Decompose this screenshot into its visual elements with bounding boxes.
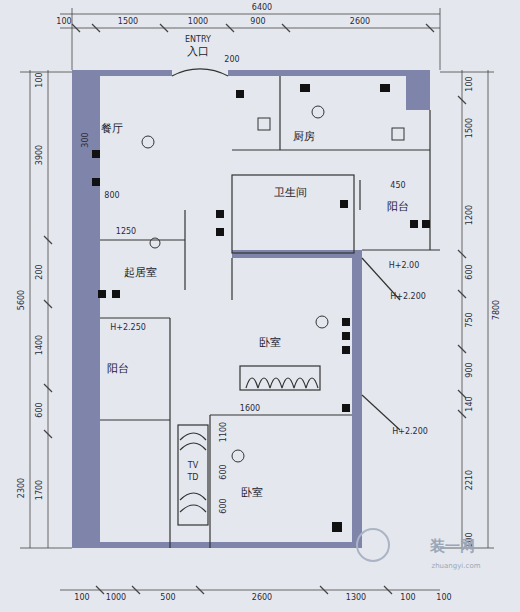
room-label: 阳台 <box>386 201 410 212</box>
dimension-label: 100 <box>436 594 451 602</box>
dimension-label: 140 <box>466 396 474 411</box>
dimension-label: H+2.200 <box>392 428 428 436</box>
room-label: 卧室 <box>240 487 264 498</box>
watermark: zhuangyi.com <box>432 563 481 570</box>
room-label: 卧室 <box>258 337 282 348</box>
dimension-label: 2600 <box>252 594 272 602</box>
dimension-label: 5600 <box>18 290 26 310</box>
dimension-label: 300 <box>82 132 90 147</box>
dimension-label: 500 <box>160 594 175 602</box>
dimension-label: H+2.200 <box>390 293 426 301</box>
dimension-label: 600 <box>220 498 228 513</box>
room-label: 入口 <box>186 46 210 57</box>
dimension-label: 1600 <box>240 405 260 413</box>
dimension-label: 1500 <box>118 18 138 26</box>
dimension-label: 600 <box>220 464 228 479</box>
dimension-label: 600 <box>466 264 474 279</box>
dimension-label: 3900 <box>36 145 44 165</box>
room-label: 起居室 <box>123 267 158 278</box>
dimension-label: 1200 <box>466 205 474 225</box>
dimension-label: 7800 <box>493 300 501 320</box>
dimension-label: 6400 <box>252 4 272 12</box>
dimension-label: 900 <box>466 362 474 377</box>
dimension-label: TV <box>188 462 198 470</box>
dimension-label: 1400 <box>36 335 44 355</box>
dimension-label: 800 <box>104 192 119 200</box>
watermark: 装一网 <box>430 539 475 554</box>
dimension-label: 200 <box>36 264 44 279</box>
room-label: 厨房 <box>292 131 316 142</box>
dimension-label: ENTRY <box>185 36 211 44</box>
dimension-label: 100 <box>74 594 89 602</box>
dimension-label: 1100 <box>220 422 228 442</box>
dimension-label: 1250 <box>116 228 136 236</box>
dimension-label: 100 <box>36 72 44 87</box>
room-label: 卫生间 <box>273 187 308 198</box>
dimension-label: 1000 <box>106 594 126 602</box>
dimension-label: 100 <box>400 594 415 602</box>
dimension-label: 1500 <box>466 118 474 138</box>
dimension-label: 450 <box>390 182 405 190</box>
dimension-label: 2210 <box>466 470 474 490</box>
dimension-label: 600 <box>36 402 44 417</box>
dimension-label: 750 <box>466 312 474 327</box>
dimension-label: H+2.250 <box>110 324 146 332</box>
dimension-label: 100 <box>466 76 474 91</box>
dimension-label: TD <box>187 474 198 482</box>
dimension-label: 1000 <box>188 18 208 26</box>
dimension-label: 2600 <box>350 18 370 26</box>
dimension-label: H+2.00 <box>389 262 420 270</box>
room-label: 阳台 <box>106 363 130 374</box>
dimension-label: 1300 <box>346 594 366 602</box>
room-label: 餐厅 <box>100 123 124 134</box>
dimension-label: 1700 <box>36 480 44 500</box>
dimension-label: 200 <box>224 56 239 64</box>
dimension-label: 100 <box>56 18 71 26</box>
dimension-label: 2300 <box>18 478 26 498</box>
dimension-label: 900 <box>250 18 265 26</box>
